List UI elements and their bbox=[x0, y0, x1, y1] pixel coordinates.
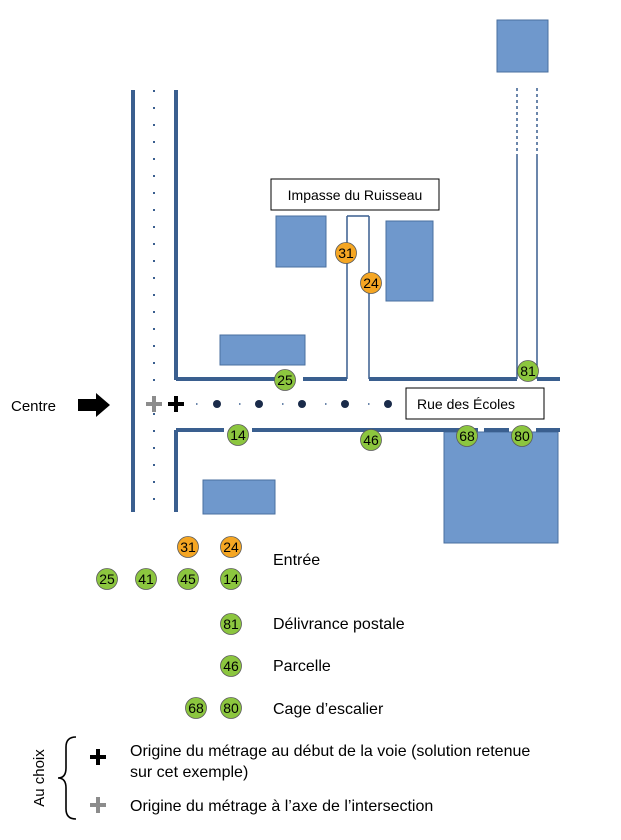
svg-text:25: 25 bbox=[277, 372, 293, 388]
svg-text:80: 80 bbox=[223, 700, 239, 716]
svg-text:25: 25 bbox=[99, 571, 115, 587]
svg-text:46: 46 bbox=[223, 658, 239, 674]
main-road-axis-markers bbox=[213, 400, 392, 408]
legend-badge-68: 68 bbox=[185, 697, 207, 719]
svg-text:81: 81 bbox=[223, 616, 239, 632]
svg-text:31: 31 bbox=[338, 245, 354, 261]
legend-badge-24: 24 bbox=[220, 536, 242, 558]
svg-text:14: 14 bbox=[223, 571, 239, 587]
svg-text:41: 41 bbox=[138, 571, 154, 587]
badge-81: 81 bbox=[517, 360, 539, 382]
building-south-right bbox=[443, 431, 559, 544]
badge-31: 31 bbox=[335, 242, 357, 264]
legend-cage-label: Cage d’escalier bbox=[273, 701, 384, 718]
legend-parcelle-label: Parcelle bbox=[273, 658, 331, 675]
centre-label: Centre bbox=[11, 398, 56, 415]
svg-text:24: 24 bbox=[223, 539, 239, 555]
svg-text:68: 68 bbox=[188, 700, 204, 716]
building-south-left bbox=[202, 479, 276, 515]
badge-25: 25 bbox=[274, 369, 296, 391]
svg-text:31: 31 bbox=[180, 539, 196, 555]
building-impasse-right bbox=[385, 220, 434, 302]
plus-grey-icon bbox=[146, 396, 162, 412]
impasse-label-box bbox=[270, 178, 440, 211]
arrow-right-icon bbox=[78, 393, 110, 417]
building-impasse-left bbox=[275, 215, 327, 268]
legend-badge-31: 31 bbox=[177, 536, 199, 558]
main-street-label-box bbox=[405, 387, 545, 420]
legend-badge-45: 45 bbox=[177, 568, 199, 590]
main-street-label: Rue des Écoles bbox=[417, 396, 515, 412]
impasse-label: Impasse du Ruisseau bbox=[288, 187, 423, 203]
legend-delivrance-label: Délivrance postale bbox=[273, 616, 405, 633]
legend-plus-black-icon bbox=[90, 749, 106, 765]
svg-text:80: 80 bbox=[514, 428, 530, 444]
legend-badge-14: 14 bbox=[220, 568, 242, 590]
svg-text:45: 45 bbox=[180, 571, 196, 587]
svg-text:81: 81 bbox=[520, 363, 536, 379]
origin-start-line1: Origine du métrage au début de la voie (… bbox=[130, 743, 530, 760]
svg-text:24: 24 bbox=[363, 275, 379, 291]
legend-badge-46: 46 bbox=[220, 655, 242, 677]
legend-badge-81: 81 bbox=[220, 613, 242, 635]
brace-icon bbox=[57, 736, 77, 820]
badge-68: 68 bbox=[456, 425, 478, 447]
plus-black-icon bbox=[168, 396, 184, 412]
legend-badge-25: 25 bbox=[96, 568, 118, 590]
legend-entree-label: Entrée bbox=[273, 552, 320, 569]
building-north-left bbox=[219, 334, 306, 366]
building-top-right bbox=[496, 19, 549, 73]
badge-24: 24 bbox=[360, 272, 382, 294]
legend-badge-80: 80 bbox=[220, 697, 242, 719]
legend-badge-41: 41 bbox=[135, 568, 157, 590]
legend-plus-grey-icon bbox=[90, 797, 106, 813]
origin-axis-label: Origine du métrage à l’axe de l’intersec… bbox=[130, 798, 433, 815]
badge-14: 14 bbox=[227, 424, 249, 446]
svg-text:14: 14 bbox=[230, 427, 246, 443]
badge-46: 46 bbox=[360, 429, 382, 451]
svg-text:68: 68 bbox=[459, 428, 475, 444]
au-choix-label: Au choix bbox=[31, 749, 48, 807]
svg-text:46: 46 bbox=[363, 432, 379, 448]
badge-80: 80 bbox=[511, 425, 533, 447]
origin-start-line2: sur cet exemple) bbox=[130, 764, 248, 781]
